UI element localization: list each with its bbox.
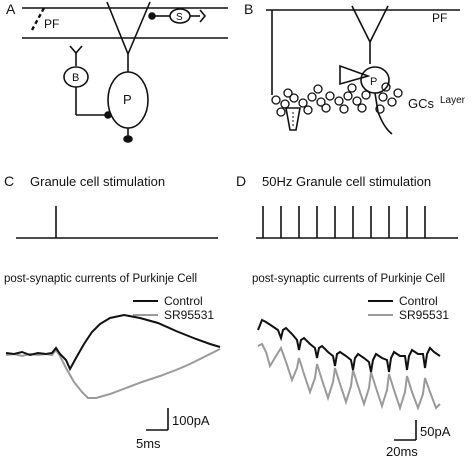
panel-c-scale-bar <box>146 408 169 431</box>
panel-c-stim-title: Granule cell stimulation <box>30 174 165 189</box>
panel-d-scale-x: 20ms <box>386 444 418 459</box>
panel-b-pf-label: PF <box>432 11 447 25</box>
panel-a-s-label: S <box>176 12 183 23</box>
panel-c-letter: C <box>4 173 14 189</box>
panel-c-legend-control: Control <box>164 294 203 308</box>
panel-b <box>266 5 460 135</box>
panel-d-legend-control: Control <box>399 294 438 308</box>
panel-d-legend: Control SR95531 <box>368 294 449 322</box>
panel-a-pf-label: PF <box>44 17 59 31</box>
panel-b-gcs-label: GCs <box>408 96 435 111</box>
panel-c-legend-sr95531: SR95531 <box>164 308 214 322</box>
panel-b-p-label: P <box>370 76 377 88</box>
panel-c-trace-sr95531 <box>5 348 221 399</box>
panel-d-stim-title: 50Hz Granule cell stimulation <box>262 174 431 189</box>
panel-d-trace-control <box>257 318 441 373</box>
panel-a-letter: A <box>6 1 16 17</box>
panel-b-letter: B <box>244 1 253 17</box>
panel-a-p-label: P <box>123 92 132 107</box>
panel-d-legend-sr95531: SR95531 <box>399 308 449 322</box>
panel-d-letter: D <box>236 173 246 189</box>
panel-c-stim-trace <box>16 206 218 239</box>
panel-a-b-label: B <box>72 72 79 84</box>
panel-c-trace-control <box>5 313 221 372</box>
panel-d-trace-sr95531 <box>257 342 441 412</box>
panel-c-scale-y: 100pA <box>172 413 210 428</box>
panel-b-layer-label: Layer <box>440 95 466 106</box>
panel-c-scale-x: 5ms <box>136 436 161 451</box>
panel-a <box>22 1 228 143</box>
panel-c-legend: Control SR95531 <box>133 294 214 322</box>
panel-d-stim-trace <box>256 206 458 239</box>
panel-d-scale-y: 50pA <box>420 424 451 439</box>
panel-d-scale-bar <box>394 420 417 441</box>
gc-layer-cells <box>271 82 403 117</box>
panel-d-psc-title: post-synaptic currents of Purkinje Cell <box>252 273 445 285</box>
panel-c-psc-title: post-synaptic currents of Purkinje Cell <box>4 273 197 285</box>
